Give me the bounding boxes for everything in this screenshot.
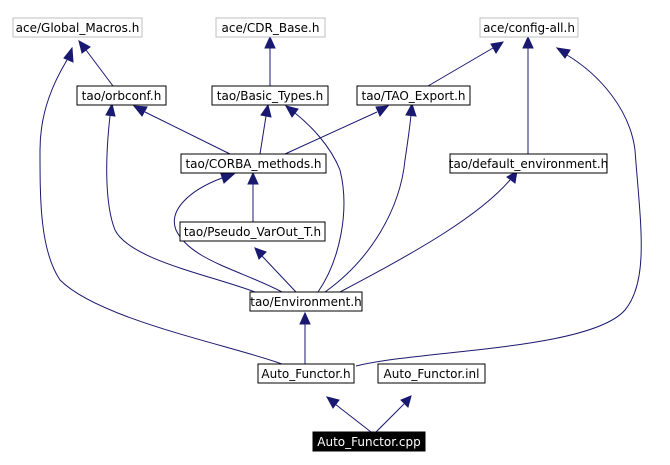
node-label: ace/CDR_Base.h xyxy=(222,21,320,35)
node-label: ace/config-all.h xyxy=(483,21,575,35)
edge-environment-to-pseudo-varout xyxy=(254,247,297,293)
edge-auto-functor-cpp-to-auto-functor-inl xyxy=(375,395,412,433)
node-basic-types[interactable]: tao/Basic_Types.h xyxy=(211,85,329,106)
node-cdr-base[interactable]: ace/CDR_Base.h xyxy=(215,17,326,38)
edge-basic-types-to-cdr-base xyxy=(264,35,276,86)
edge-pseudo-varout-to-corba-methods xyxy=(247,171,259,222)
node-default-environment[interactable]: tao/default_environment.h xyxy=(449,153,609,174)
node-config-all[interactable]: ace/config-all.h xyxy=(479,17,579,38)
node-label: tao/Environment.h xyxy=(250,295,362,309)
edge-orbconf-to-global-macros xyxy=(78,40,114,87)
node-auto-functor-inl[interactable]: Auto_Functor.inl xyxy=(377,363,486,384)
edge-auto-functor-cpp-to-auto-functor-h xyxy=(326,396,372,433)
node-environment[interactable]: tao/Environment.h xyxy=(249,291,363,312)
node-pseudo-varout[interactable]: tao/Pseudo_VarOut_T.h xyxy=(179,221,326,242)
edge-environment-to-tao-export xyxy=(324,102,417,293)
node-corba-methods[interactable]: tao/CORBA_methods.h xyxy=(180,153,327,174)
node-tao-export[interactable]: tao/TAO_Export.h xyxy=(356,85,471,106)
edge-tao-export-to-config-all xyxy=(427,41,505,87)
edge-corba-methods-to-tao-export xyxy=(284,105,390,155)
node-label: Auto_Functor.h xyxy=(261,367,350,381)
node-label: tao/Pseudo_VarOut_T.h xyxy=(184,225,321,239)
edge-corba-methods-to-basic-types xyxy=(259,103,272,155)
node-label: Auto_Functor.cpp xyxy=(317,435,420,449)
node-auto-functor-cpp[interactable]: Auto_Functor.cpp xyxy=(312,431,426,452)
edge-environment-to-orbconf xyxy=(105,102,256,293)
edge-environment-to-basic-types xyxy=(285,105,345,293)
node-label: Auto_Functor.inl xyxy=(384,367,480,381)
node-label: tao/CORBA_methods.h xyxy=(185,157,321,171)
edge-auto-functor-h-to-environment xyxy=(299,311,311,364)
edge-auto-functor-h-to-global-macros xyxy=(39,46,283,365)
node-label: tao/Basic_Types.h xyxy=(217,89,323,103)
edge-auto-functor-h-to-config-all xyxy=(355,47,642,367)
node-auto-functor-h[interactable]: Auto_Functor.h xyxy=(257,363,355,384)
node-label: tao/TAO_Export.h xyxy=(362,89,466,103)
node-label: ace/Global_Macros.h xyxy=(16,21,140,35)
edge-corba-methods-to-orbconf xyxy=(132,105,231,155)
edges-layer xyxy=(39,35,642,433)
nodes-layer: ace/Global_Macros.h ace/CDR_Base.h ace/c… xyxy=(12,17,609,452)
node-global-macros[interactable]: ace/Global_Macros.h xyxy=(12,17,143,38)
node-label: tao/default_environment.h xyxy=(449,157,609,171)
node-label: tao/orbconf.h xyxy=(82,89,162,103)
edge-environment-to-default-environment xyxy=(339,170,518,293)
edge-environment-to-corba-methods xyxy=(173,173,283,293)
node-orbconf[interactable]: tao/orbconf.h xyxy=(76,85,167,106)
edge-default-environment-to-config-all xyxy=(522,35,534,154)
